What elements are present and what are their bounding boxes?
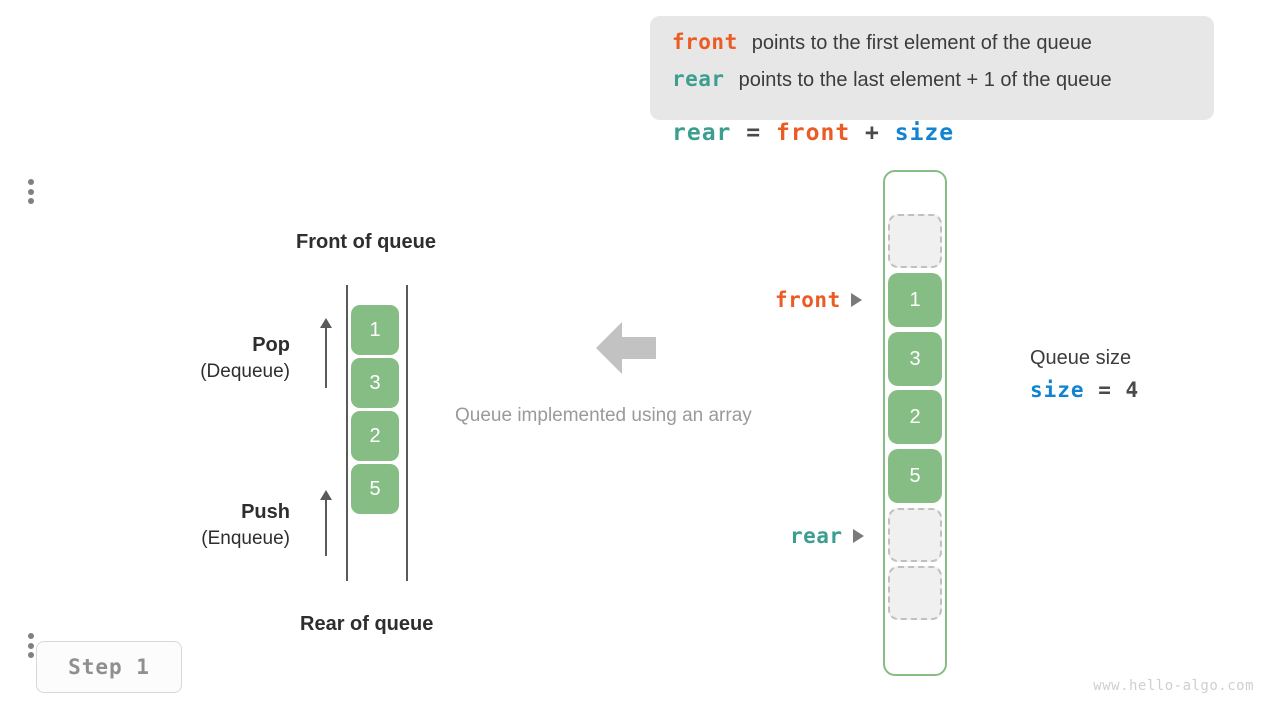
pop-label: Pop (Dequeue) bbox=[110, 332, 290, 386]
pointer-front: front bbox=[775, 288, 862, 312]
formula-plus: + bbox=[850, 120, 895, 146]
array-ellipsis-top-icon bbox=[28, 179, 35, 204]
push-label: Push (Enqueue) bbox=[110, 499, 290, 553]
array-ellipsis-bottom-icon bbox=[28, 633, 35, 658]
rear-of-queue-title: Rear of queue bbox=[300, 613, 434, 635]
pop-label-main: Pop bbox=[252, 334, 290, 356]
queue-size-title: Queue size bbox=[1030, 347, 1132, 369]
array-cell-empty bbox=[888, 566, 942, 620]
formula-lhs: rear bbox=[672, 120, 732, 146]
queue-cell: 5 bbox=[351, 464, 399, 514]
pop-arrow-icon bbox=[318, 318, 334, 388]
array-cell-filled: 3 bbox=[888, 332, 942, 386]
queue-size-block: Queue size size = 4 bbox=[1030, 343, 1139, 407]
legend-keyword-rear: rear bbox=[672, 67, 725, 91]
watermark: www.hello-algo.com bbox=[1093, 678, 1254, 694]
step-badge: Step 1 bbox=[36, 641, 182, 693]
array-cell-filled: 1 bbox=[888, 273, 942, 327]
legend-text-rear: points to the last element + 1 of the qu… bbox=[738, 69, 1112, 91]
array-cell-filled: 2 bbox=[888, 390, 942, 444]
formula-rear-equals-front-plus-size: rear = front + size bbox=[672, 120, 954, 146]
diagram-caption: Queue implemented using an array bbox=[455, 405, 752, 426]
pointer-rear-label: rear bbox=[790, 524, 843, 548]
queue-size-keyword: size bbox=[1030, 378, 1085, 402]
queue-size-value: = 4 bbox=[1084, 378, 1140, 402]
formula-operand-front: front bbox=[775, 120, 851, 146]
array-cell-filled: 5 bbox=[888, 449, 942, 503]
queue-cell: 2 bbox=[351, 411, 399, 461]
pointer-front-arrow-icon bbox=[850, 293, 862, 307]
pointer-rear: rear bbox=[790, 524, 864, 548]
legend-callout: front points to the first element of the… bbox=[650, 16, 1214, 120]
queue-cell: 3 bbox=[351, 358, 399, 408]
legend-line-front: front points to the first element of the… bbox=[672, 30, 1192, 67]
queue-cell: 1 bbox=[351, 305, 399, 355]
legend-text-front: points to the first element of the queue bbox=[751, 32, 1092, 54]
pointer-rear-arrow-icon bbox=[852, 529, 864, 543]
queue-rail-right bbox=[406, 285, 408, 581]
push-label-main: Push bbox=[241, 501, 290, 523]
pop-label-sub: (Dequeue) bbox=[200, 361, 290, 382]
pointer-front-label: front bbox=[775, 288, 841, 312]
push-label-sub: (Enqueue) bbox=[201, 528, 290, 549]
legend-keyword-front: front bbox=[672, 30, 738, 54]
array-cell-empty bbox=[888, 508, 942, 562]
legend-line-rear: rear points to the last element + 1 of t… bbox=[672, 67, 1192, 104]
front-of-queue-title: Front of queue bbox=[296, 231, 436, 253]
formula-operand-size: size bbox=[894, 120, 955, 146]
formula-equals: = bbox=[731, 120, 776, 146]
push-arrow-icon bbox=[318, 490, 334, 556]
queue-rail-left bbox=[346, 285, 348, 581]
array-cell-empty bbox=[888, 214, 942, 268]
queue-size-expression: size = 4 bbox=[1030, 373, 1139, 407]
left-arrow-icon bbox=[596, 322, 656, 379]
